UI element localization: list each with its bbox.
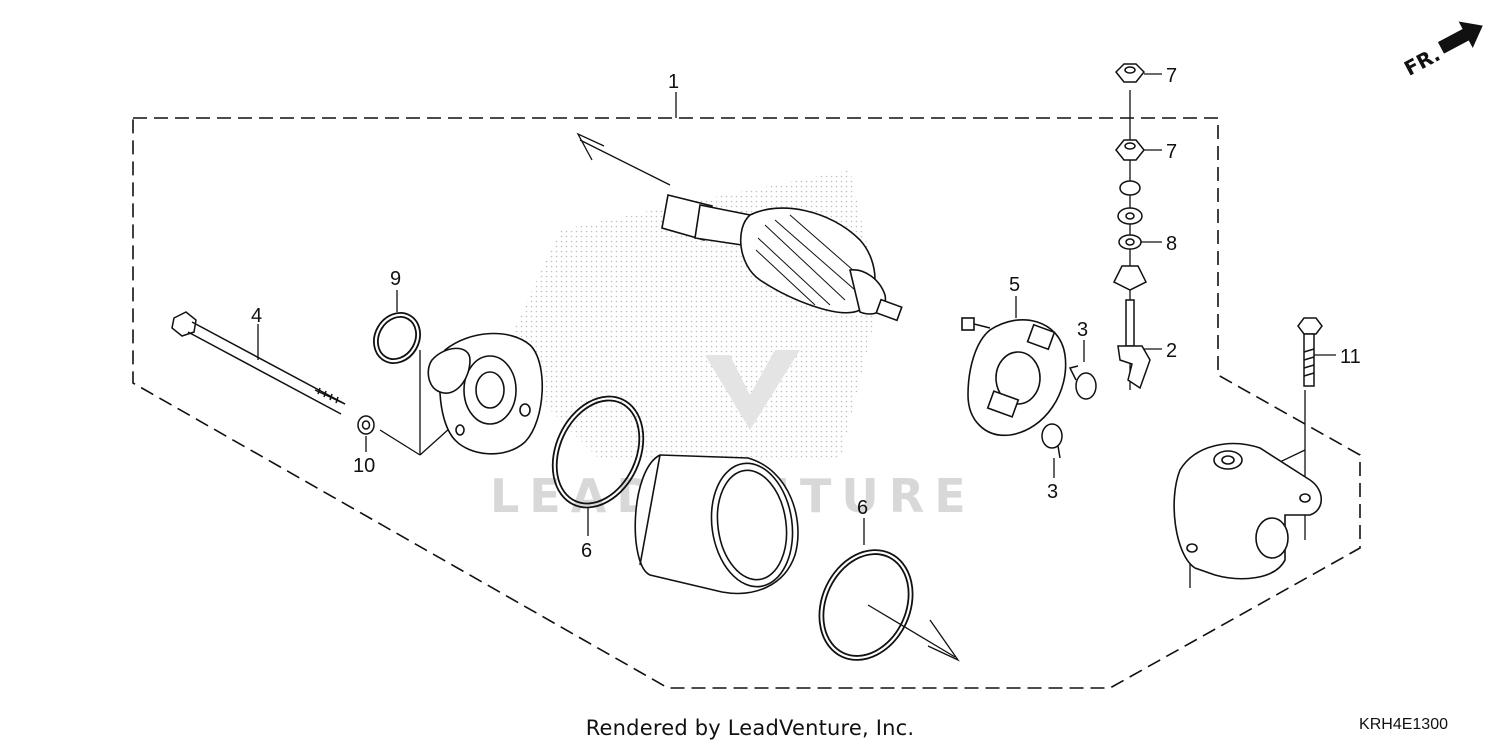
label-part-7-lower: 7 — [1166, 141, 1177, 163]
label-part-4: 4 — [251, 305, 262, 327]
oring-6-right — [818, 549, 914, 661]
rear-cover — [1173, 442, 1323, 580]
oring-6-left — [551, 395, 645, 509]
callout-labels: 1 2 3 3 4 5 6 6 7 7 8 9 10 11 — [251, 65, 1361, 562]
label-part-11: 11 — [1340, 346, 1361, 368]
brush-spring-upper — [1068, 365, 1097, 400]
label-part-1: 1 — [668, 71, 679, 93]
terminal-nut-7-upper — [1114, 63, 1146, 83]
fr-arrow-icon — [1437, 21, 1483, 54]
diagram-code: KRH4E1300 — [1359, 716, 1448, 733]
armature — [661, 194, 903, 322]
label-part-6-right: 6 — [857, 497, 868, 519]
brush-holder — [961, 317, 1067, 437]
terminal-washers — [1117, 180, 1143, 225]
label-part-9: 9 — [390, 268, 401, 290]
terminal-bolt-2 — [1117, 299, 1151, 390]
through-bolt — [171, 311, 346, 415]
label-part-3-lower: 3 — [1047, 481, 1058, 503]
brush-spring-lower — [1041, 423, 1063, 459]
rendered-by-credit: Rendered by LeadVenture, Inc. — [585, 716, 915, 740]
oring-9 — [373, 312, 421, 364]
terminal-nut-7-lower — [1115, 139, 1145, 161]
bolt-11 — [1297, 317, 1323, 387]
front-cover — [427, 332, 544, 455]
label-part-2: 2 — [1166, 340, 1177, 362]
label-part-6-left: 6 — [581, 540, 592, 562]
terminal-washer-8 — [1118, 234, 1142, 250]
terminal-insulator — [1112, 265, 1148, 291]
label-part-7-upper: 7 — [1166, 65, 1177, 87]
washer-10 — [357, 415, 375, 435]
label-part-3-upper: 3 — [1077, 319, 1088, 341]
label-part-8: 8 — [1166, 233, 1177, 255]
label-part-10: 10 — [353, 455, 375, 477]
front-direction-indicator: FR. — [1400, 21, 1483, 81]
label-part-5: 5 — [1009, 274, 1020, 296]
yoke-housing — [634, 454, 799, 595]
assembly-boundary — [132, 117, 1361, 689]
fr-label: FR. — [1400, 42, 1444, 81]
